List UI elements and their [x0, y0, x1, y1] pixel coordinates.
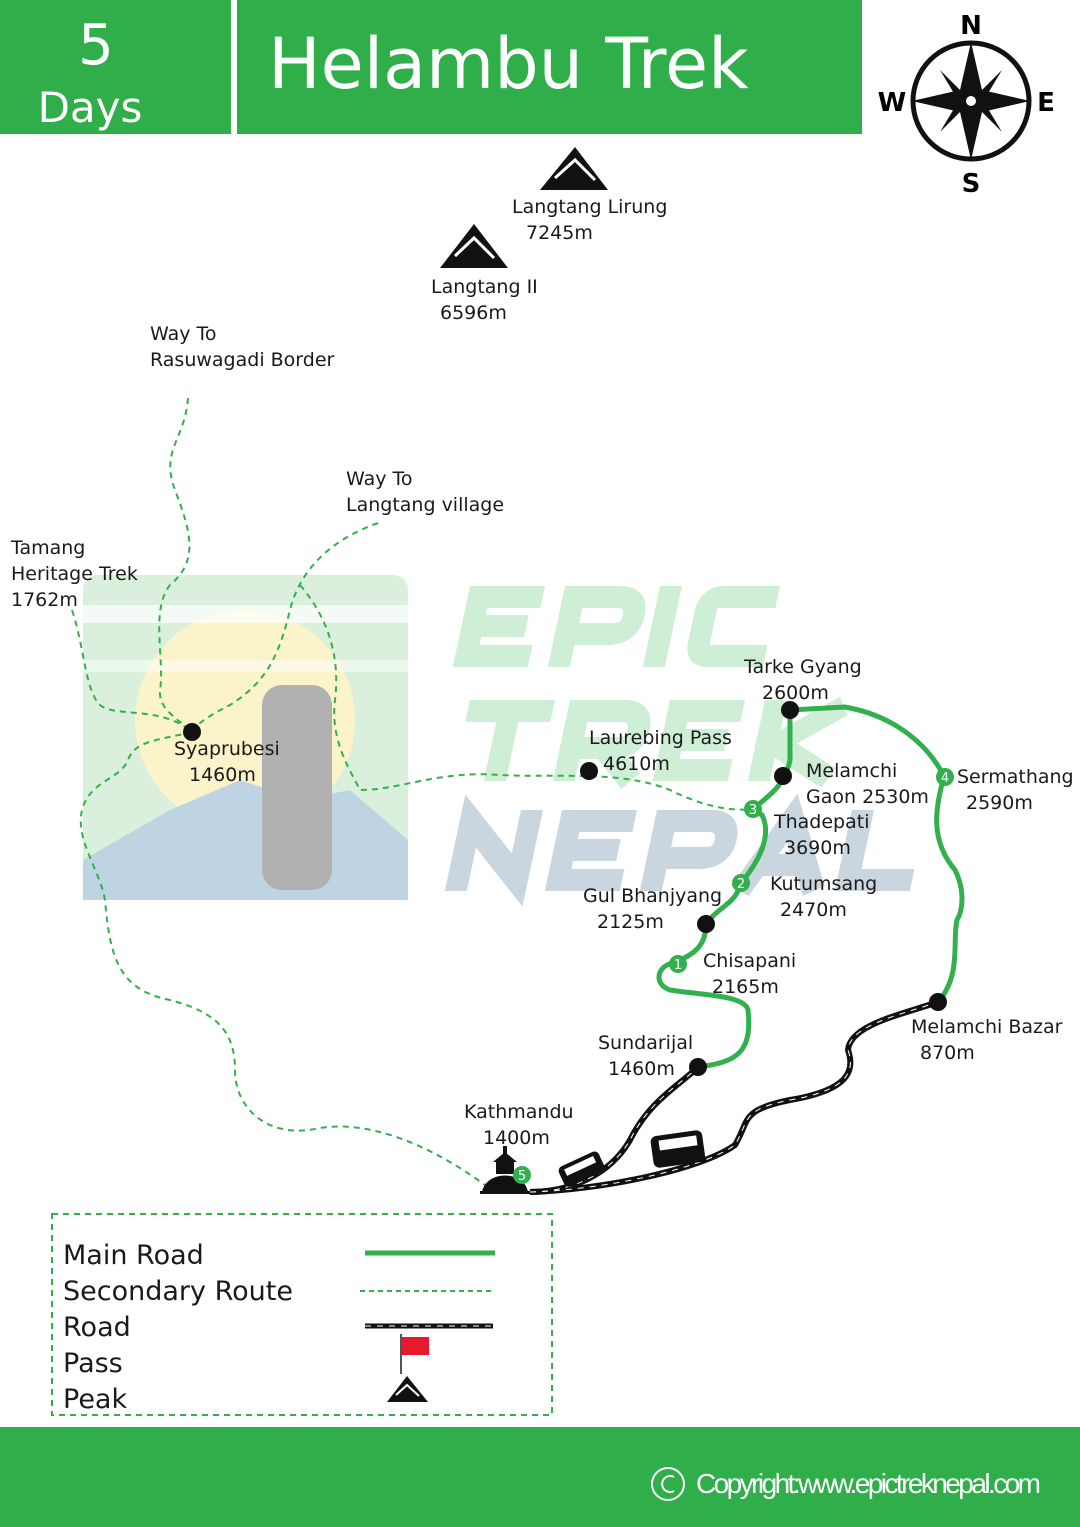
way-label: Heritage Trek: [11, 563, 138, 585]
legend-secondary: Secondary Route: [63, 1276, 293, 1307]
watermark-trek: [465, 696, 848, 789]
compass-icon: N S W E: [878, 11, 1055, 199]
way-label: Langtang village: [346, 494, 504, 516]
days-box: [0, 0, 231, 134]
place-alt: 1460m: [608, 1058, 675, 1080]
watermark-epic: [452, 586, 780, 667]
place-name: Chisapani: [703, 950, 796, 972]
peak-icon: [540, 147, 608, 190]
place-alt: 1460m: [189, 764, 256, 786]
way-label: Way To: [150, 323, 217, 345]
flag-icon: [400, 1334, 429, 1374]
svg-text:3: 3: [749, 803, 757, 818]
way-label: Rasuwagadi Border: [150, 349, 335, 371]
legend-peak: Peak: [63, 1384, 127, 1415]
compass-w: W: [878, 88, 907, 118]
place-alt: 2470m: [780, 899, 847, 921]
svg-text:5: 5: [518, 1169, 526, 1184]
place-name: Tarke Gyang: [743, 656, 862, 678]
bus-icon: [650, 1130, 706, 1168]
peak-name: Langtang Lirung: [512, 196, 667, 218]
compass-s: S: [962, 169, 981, 199]
place-alt: 2600m: [762, 682, 829, 704]
page-title: Helambu Trek: [268, 23, 749, 105]
day-marker: 5: [513, 1166, 531, 1184]
legend: Main Road Secondary Route Road Pass Peak: [51, 1213, 553, 1416]
svg-text:2: 2: [737, 877, 745, 892]
place-name: Melamchi: [806, 760, 897, 782]
peak-alt: 7245m: [526, 222, 593, 244]
compass-n: N: [960, 11, 982, 41]
place-name: Thadepati: [773, 811, 869, 833]
peak-icon: [387, 1376, 428, 1402]
place-alt: 2165m: [712, 976, 779, 998]
peak-name: Langtang II: [431, 276, 538, 298]
place-name: Kathmandu: [464, 1101, 574, 1123]
place-name: Sundarijal: [598, 1032, 693, 1054]
day-marker: 2: [732, 874, 750, 892]
place-name: Gul Bhanjyang: [583, 885, 722, 907]
svg-text:1: 1: [674, 958, 682, 973]
compass-e: E: [1037, 88, 1055, 118]
copyright-text: Copyright:www.epictreknepal.com: [696, 1468, 1041, 1499]
place-alt: 3690m: [784, 837, 851, 859]
way-label: Tamang: [10, 537, 85, 559]
footer: [0, 1427, 1080, 1527]
day-marker: 3: [744, 800, 762, 818]
place-name: Laurebing Pass: [589, 727, 732, 749]
place-alt: 2590m: [966, 792, 1033, 814]
legend-main-road: Main Road: [63, 1240, 204, 1271]
title-box: [237, 0, 862, 134]
roads: [529, 999, 939, 1195]
watermark-nepal: [444, 793, 915, 907]
place-name: Sermathang: [957, 766, 1074, 788]
place-name: Syaprubesi: [174, 738, 280, 760]
place-name: Gaon 2530m: [806, 786, 929, 808]
place-alt: 870m: [920, 1042, 975, 1064]
stop-dots: [183, 701, 947, 1076]
place-alt: 4610m: [603, 753, 670, 775]
bus-icon: [558, 1151, 605, 1187]
main-route: [656, 704, 965, 1070]
peak-alt: 6596m: [440, 302, 507, 324]
day-marker: 4: [936, 768, 954, 786]
secondary-routes: [71, 397, 754, 1186]
copyright-icon: [651, 1467, 685, 1501]
days-label: Days: [38, 83, 143, 132]
place-alt: 2125m: [597, 911, 664, 933]
peak-icon: [440, 224, 508, 268]
way-label: Way To: [346, 468, 413, 490]
place-name: Melamchi Bazar: [911, 1016, 1063, 1038]
day-marker: 1: [669, 955, 687, 973]
place-name: Kutumsang: [770, 873, 877, 895]
svg-text:4: 4: [941, 771, 949, 786]
way-label: 1762m: [11, 589, 78, 611]
days-number: 5: [78, 13, 114, 78]
legend-pass: Pass: [63, 1348, 123, 1379]
legend-road: Road: [63, 1312, 131, 1343]
place-alt: 1400m: [483, 1127, 550, 1149]
watermark-logo: [83, 575, 408, 900]
